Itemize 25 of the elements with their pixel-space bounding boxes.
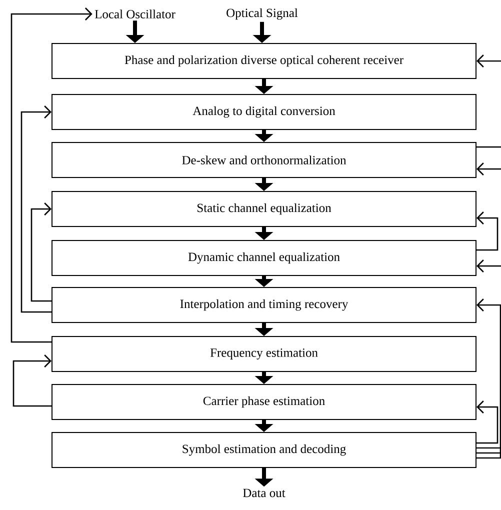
process-box: Phase and polarization diverse optical coherent receiver (52, 43, 476, 79)
signal-label: Optical Signal (226, 8, 298, 20)
process-box: Frequency estimation (52, 336, 476, 372)
signal-label: Local Oscillator (94, 10, 176, 18)
process-box: Static channel equalization (52, 191, 476, 227)
feedback-arrow (476, 162, 501, 176)
process-box: Dynamic channel equalization (52, 240, 476, 276)
process-box: Interpolation and timing recovery (52, 287, 476, 323)
process-box: Analog to digital conversion (52, 94, 476, 130)
feedback-arrow (476, 400, 498, 444)
output-label: Data out (243, 488, 286, 498)
feedback-arrow (10, 8, 92, 343)
feedback-arrow (476, 54, 501, 68)
signal-line (476, 447, 501, 449)
feedback-arrow (12, 354, 52, 407)
feedback-arrow (30, 202, 52, 302)
process-box: Symbol estimation and decoding (52, 432, 476, 468)
process-box: De-skew and orthonormalization (52, 142, 476, 178)
feedback-arrow (20, 106, 52, 313)
feedback-arrow (476, 212, 498, 251)
feedback-arrow (476, 298, 501, 459)
signal-line (476, 452, 501, 454)
feedback-arrow (476, 260, 501, 272)
process-box: Carrier phase estimation (52, 384, 476, 420)
signal-line (476, 146, 501, 148)
